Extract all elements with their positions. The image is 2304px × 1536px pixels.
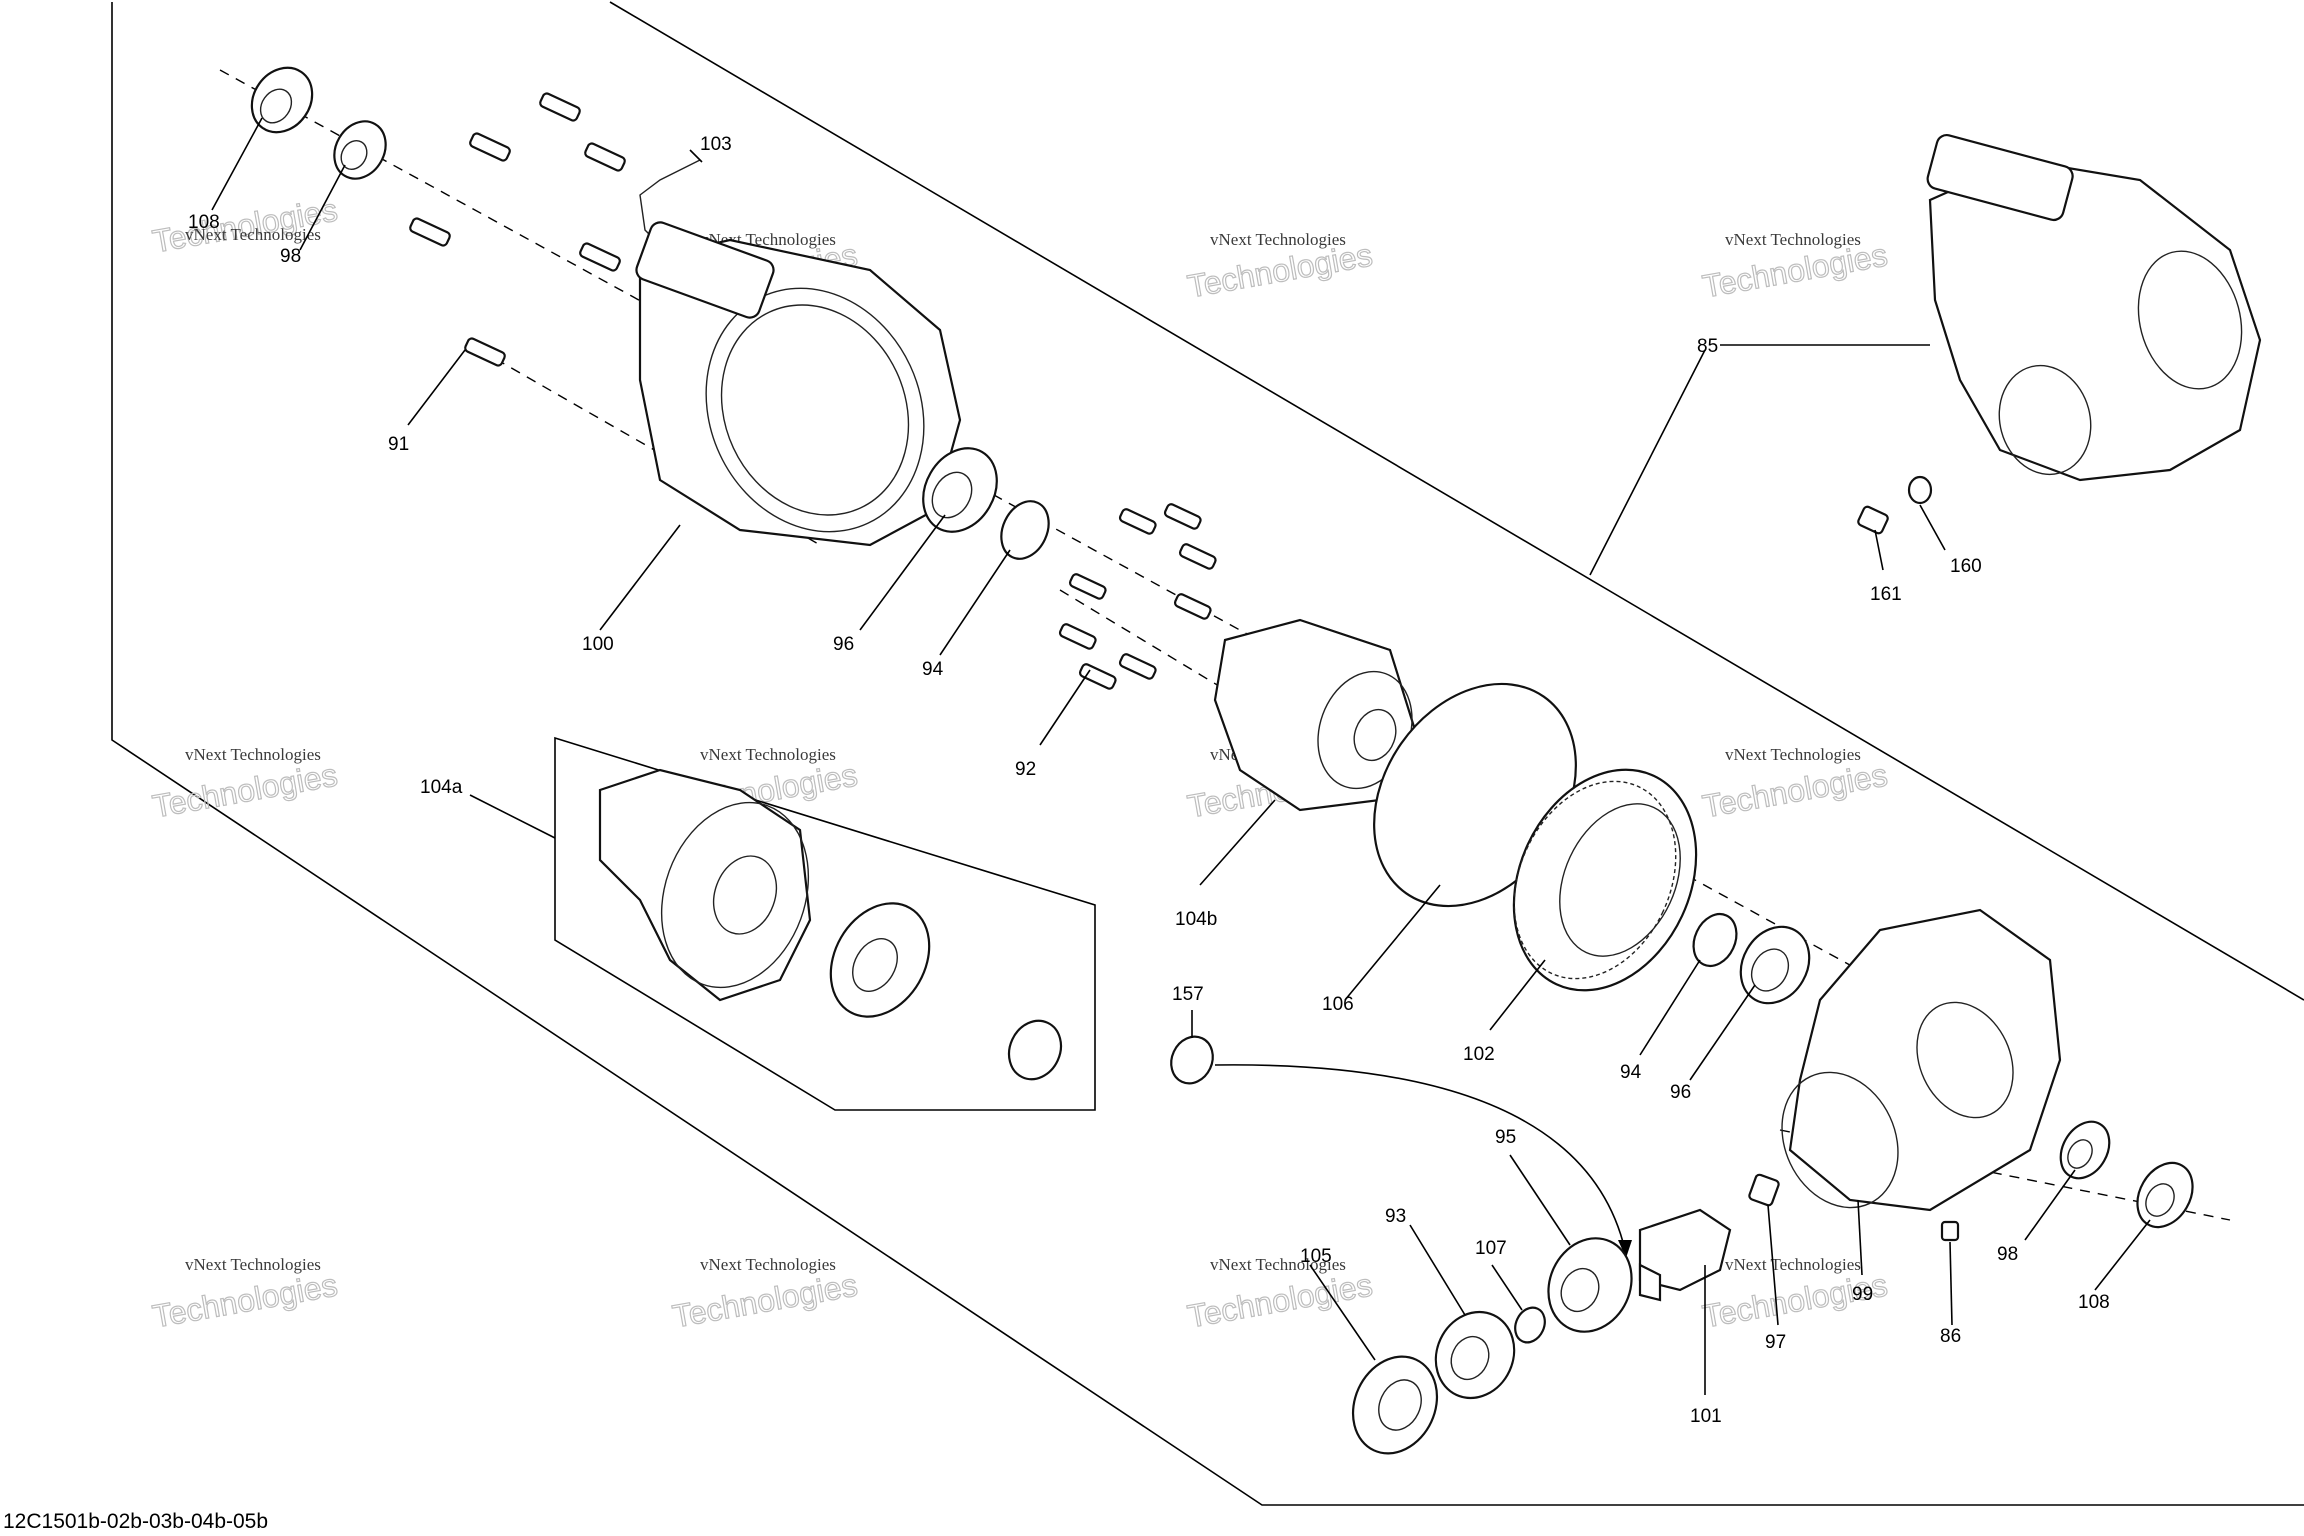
svg-text:vNext Technologies: vNext Technologies — [185, 745, 321, 764]
svg-text:vNext Technologies: vNext Technologies — [700, 745, 836, 764]
inset-box-104a — [554, 736, 1096, 1111]
housing-99 — [1781, 908, 2062, 1212]
callout-103: 103 — [700, 134, 732, 155]
needle-bearing-97 — [1748, 1173, 1780, 1207]
callout-108-top: 108 — [188, 212, 220, 233]
bearing-98-top — [333, 120, 387, 180]
bearing-95 — [1547, 1237, 1633, 1333]
bearing-98-bottom — [2059, 1120, 2111, 1180]
callout-99: 99 — [1852, 1284, 1873, 1305]
nut-93 — [1434, 1310, 1516, 1400]
bearing-96-top — [922, 447, 998, 533]
callout-98-top: 98 — [280, 246, 301, 267]
svg-text:vNext Technologies: vNext Technologies — [700, 1255, 836, 1274]
svg-text:Technologies: Technologies — [1700, 757, 1890, 825]
seal-108-top — [250, 66, 314, 134]
diagram-border-diagonal — [609, 1, 2304, 1001]
bolt-161 — [1857, 505, 1889, 535]
svg-text:vNext Technologies: vNext Technologies — [1210, 230, 1346, 249]
callout-161: 161 — [1870, 584, 1902, 605]
seal-105 — [1351, 1355, 1439, 1455]
ring-94-top — [1000, 500, 1050, 560]
callout-94-bottom: 94 — [1620, 1062, 1642, 1083]
axis-line-157 — [1214, 1064, 1626, 1251]
o-ring-157 — [1170, 1035, 1214, 1085]
callout-102: 102 — [1463, 1044, 1495, 1065]
svg-text:Technologies: Technologies — [670, 1267, 860, 1335]
leader-lines — [211, 117, 2151, 1395]
circlip-104a — [1007, 1019, 1063, 1081]
callout-labels: 108 98 103 91 100 96 94 92 104a 104b 106… — [188, 134, 2110, 1427]
ring-107 — [1514, 1306, 1546, 1344]
pinion-101 — [1638, 1208, 1732, 1302]
seal-108-bottom — [2136, 1161, 2194, 1229]
callout-101: 101 — [1690, 1406, 1722, 1427]
callout-96-top: 96 — [833, 634, 854, 655]
plug-86 — [1940, 1220, 1960, 1242]
differential-104a — [598, 768, 812, 1002]
assembled-housing-85 — [1926, 133, 2262, 482]
svg-text:vNext Technologies: vNext Technologies — [1725, 745, 1861, 764]
bearing-96-bottom — [1739, 925, 1811, 1005]
callout-94-top: 94 — [922, 659, 944, 680]
svg-text:vNext Technologies: vNext Technologies — [185, 225, 321, 244]
ring-94-bottom — [1692, 913, 1738, 967]
callout-97: 97 — [1765, 1332, 1786, 1353]
callout-100: 100 — [582, 634, 614, 655]
callout-98-bottom: 98 — [1997, 1244, 2018, 1265]
callout-160: 160 — [1950, 556, 1982, 577]
callout-92: 92 — [1015, 759, 1036, 780]
svg-text:vNext Technologies: vNext Technologies — [1725, 1255, 1861, 1274]
svg-text:vNext Technologies: vNext Technologies — [1210, 1255, 1346, 1274]
callout-85: 85 — [1697, 336, 1718, 357]
callout-95: 95 — [1495, 1127, 1516, 1148]
svg-text:vNext Technologies: vNext Technologies — [185, 1255, 321, 1274]
bolts-92 — [1058, 503, 1217, 690]
callout-86: 86 — [1940, 1326, 1961, 1347]
svg-text:Technologies: Technologies — [1185, 1267, 1375, 1335]
shim-104a — [829, 902, 931, 1018]
callout-107: 107 — [1475, 1238, 1507, 1259]
callout-105: 105 — [1300, 1246, 1332, 1267]
callout-96-bottom: 96 — [1670, 1082, 1691, 1103]
callout-106: 106 — [1322, 994, 1354, 1015]
svg-text:Technologies: Technologies — [150, 757, 340, 825]
diagram-code: 12C1501b-02b-03b-04b-05b — [3, 1510, 268, 1533]
diagram-border — [111, 2, 2304, 1506]
callout-157: 157 — [1172, 984, 1204, 1005]
callout-104b: 104b — [1175, 909, 1217, 930]
ring-gear-102 — [1512, 768, 1698, 992]
washer-160 — [1907, 475, 1933, 505]
callout-91: 91 — [388, 434, 409, 455]
bolts-91 — [409, 92, 626, 367]
callout-104a: 104a — [420, 777, 463, 798]
callout-93: 93 — [1385, 1206, 1406, 1227]
svg-text:Technologies: Technologies — [150, 1267, 340, 1335]
svg-text:vNext Technologies: vNext Technologies — [1725, 230, 1861, 249]
housing-100 — [635, 221, 962, 547]
callout-108-bottom: 108 — [2078, 1292, 2110, 1313]
axis-arrow-157 — [1618, 1240, 1632, 1258]
